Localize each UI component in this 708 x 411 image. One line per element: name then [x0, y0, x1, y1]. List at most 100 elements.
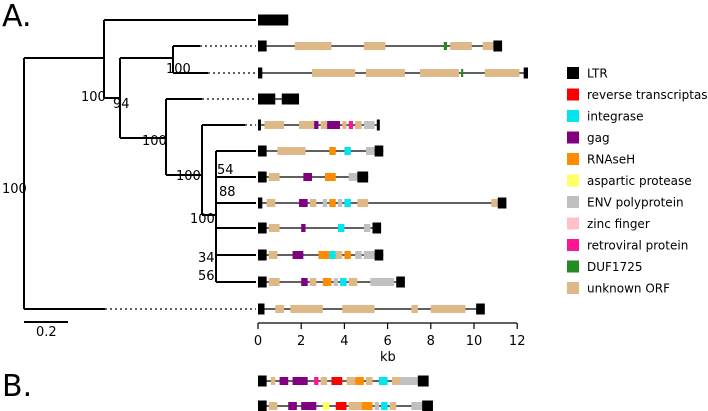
feature-gag — [314, 121, 319, 129]
kb-tick-label: 12 — [509, 334, 526, 349]
feature-orf — [294, 42, 332, 50]
feature-orf — [346, 377, 356, 385]
feature-orf — [389, 402, 397, 410]
feature-env — [411, 402, 423, 410]
feature-gag — [299, 199, 308, 207]
feature-gag — [327, 121, 341, 129]
feature-gag — [301, 402, 317, 410]
feature-orf — [355, 121, 362, 129]
legend-swatch-retro — [567, 239, 579, 251]
legend-swatch-rt — [567, 88, 579, 101]
legend-swatch-orf — [567, 282, 579, 294]
a-element-0 — [258, 14, 289, 26]
feature-orf — [357, 199, 369, 207]
feature-orf — [320, 377, 328, 385]
legend-label-env: ENV polyprotein — [587, 196, 684, 210]
feature-orf — [266, 199, 276, 207]
ltr-block — [417, 375, 429, 387]
legend-swatch-integrase — [567, 110, 579, 122]
feature-env — [366, 147, 375, 155]
feature-orf — [342, 121, 347, 129]
feature-orf — [491, 199, 498, 207]
a-element-6 — [258, 171, 369, 183]
a-element-10 — [258, 276, 405, 288]
legend-swatch-protease — [567, 174, 579, 187]
feature-rnaseh — [344, 251, 351, 259]
kb-axis-label: kb — [380, 350, 396, 365]
bootstrap-88: 88 — [219, 185, 236, 200]
legend-swatch-env — [567, 196, 579, 208]
bootstrap-labels: 100 100 100 94 100 100 54 88 100 34 56 — [2, 62, 236, 284]
ltr-block — [258, 276, 267, 288]
feature-env — [363, 224, 371, 232]
ltr-block — [396, 276, 405, 288]
feature-integrase — [329, 251, 336, 259]
bootstrap-root: 100 — [2, 182, 27, 197]
a-element-7 — [258, 197, 507, 209]
b-element-1 — [258, 400, 433, 411]
feature-orf — [268, 402, 278, 410]
feature-orf — [348, 278, 358, 286]
feature-orf — [320, 121, 328, 129]
legend-label-integrase: integrase — [587, 110, 644, 124]
feature-orf — [348, 402, 362, 410]
kb-tick-label: 0 — [254, 334, 262, 349]
a-element-3 — [258, 93, 300, 105]
a-element-4 — [258, 119, 380, 131]
feature-integrase — [340, 278, 347, 286]
feature-env — [355, 251, 362, 259]
legend-label-LTR: LTR — [587, 67, 608, 81]
a-element-11 — [258, 303, 485, 315]
ltr-block — [258, 40, 267, 52]
feature-orf — [290, 305, 323, 313]
kb-tick-label: 2 — [297, 334, 305, 349]
ltr-block — [374, 145, 384, 157]
legend-label-protease: aspartic protease — [587, 174, 692, 188]
feature-orf — [268, 278, 280, 286]
feature-rnaseh — [318, 251, 330, 259]
feature-env — [400, 377, 418, 385]
a-element-9 — [258, 249, 384, 261]
feature-retro — [314, 377, 319, 385]
feature-orf — [270, 377, 276, 385]
ltr-block — [277, 14, 289, 26]
legend-label-gag: gag — [587, 131, 610, 145]
feature-orf — [268, 173, 280, 181]
ltr-block — [258, 14, 269, 26]
kb-axis: 0 2 4 6 8 10 12 — [254, 322, 526, 349]
feature-env — [333, 278, 338, 286]
ltr-block — [258, 93, 276, 105]
bootstrap-bottom: 100 — [190, 212, 215, 227]
bootstrap-pair: 100 — [166, 62, 191, 77]
kb-tick-label: 6 — [383, 334, 391, 349]
ltr-block — [281, 93, 300, 105]
feature-orf — [268, 224, 280, 232]
feature-orf — [391, 377, 401, 385]
ltr-block — [258, 375, 267, 387]
ltr-block — [258, 303, 265, 315]
feature-orf — [420, 69, 459, 77]
feature-rnaseh — [329, 199, 336, 207]
kb-tick-label: 10 — [466, 334, 483, 349]
kb-tick-label: 8 — [427, 334, 435, 349]
ltr-block — [258, 222, 267, 234]
legend-swatch-LTR — [567, 67, 579, 79]
feature-orf — [277, 147, 306, 155]
legend-label-rt: reverse transcriptase — [587, 88, 708, 102]
bootstrap-mid: 100 — [176, 169, 201, 184]
legend-swatch-gag — [567, 131, 579, 144]
feature-rnaseh — [324, 173, 336, 181]
feature-orf — [268, 251, 278, 259]
feature-gag — [292, 251, 304, 259]
feature-env — [348, 173, 358, 181]
bootstrap-lower: 100 — [142, 134, 167, 149]
feature-rt — [335, 402, 347, 410]
kb-tick-label: 4 — [340, 334, 348, 349]
phylogenetic-tree — [23, 19, 256, 310]
dotted-connectors — [105, 45, 256, 310]
b-element-0 — [258, 375, 429, 387]
a-element-1 — [258, 40, 503, 52]
panel-b-label: B. — [2, 369, 32, 404]
ltr-block — [258, 119, 261, 131]
element-maps-b — [258, 375, 433, 411]
